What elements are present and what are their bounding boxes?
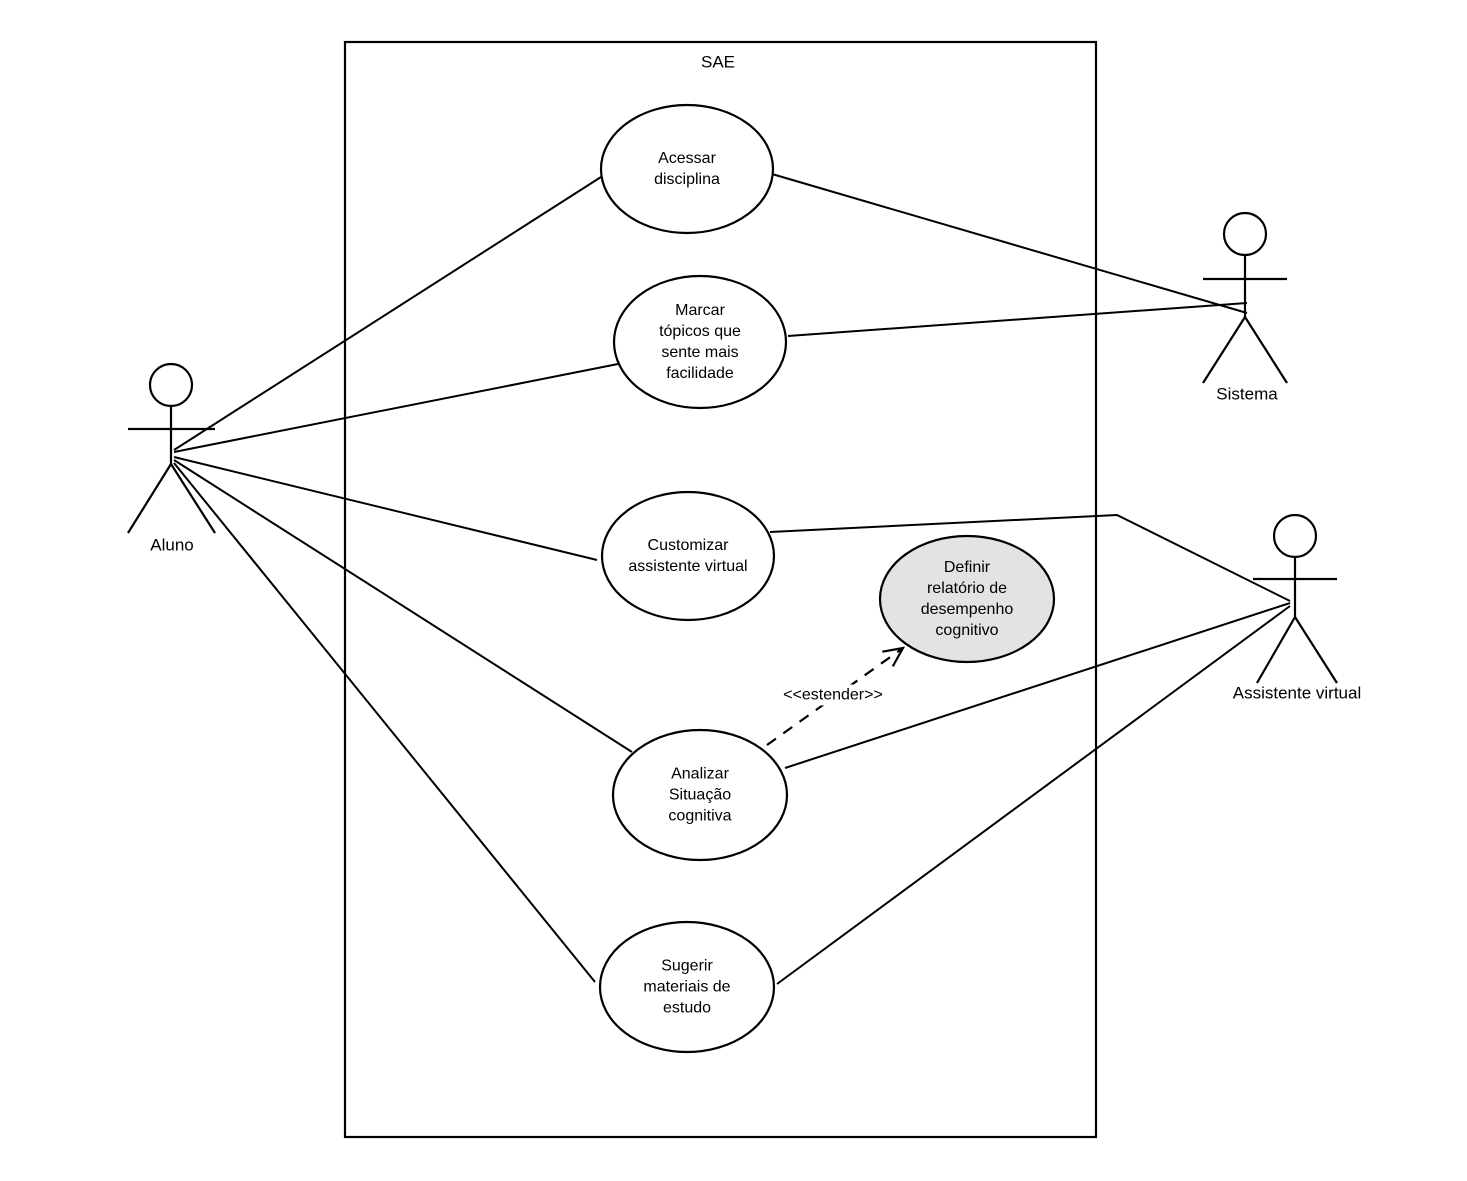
actor-aluno-head xyxy=(148,362,194,408)
actor-sistema-head xyxy=(1222,211,1268,257)
actor-assistente-left-leg xyxy=(1256,616,1296,684)
actor-sistema-figure xyxy=(1202,211,1288,384)
association-aluno-marcar-topicos xyxy=(173,363,619,453)
usecase-acessar-disciplina xyxy=(599,103,775,235)
association-assistente-sugerir xyxy=(776,605,1291,985)
association-sistema-acessar-disciplina xyxy=(771,173,1248,314)
actor-assistente-figure xyxy=(1253,513,1338,684)
association-sistema-marcar-topicos xyxy=(787,302,1248,337)
actor-aluno-right-leg xyxy=(170,463,216,534)
association-aluno-acessar-disciplina xyxy=(173,176,602,451)
actor-sistema-left-leg xyxy=(1202,316,1246,384)
association-lines-sistema xyxy=(771,173,1248,337)
usecase-analizar-situacao xyxy=(611,728,789,862)
association-aluno-customizar-assistente xyxy=(173,456,598,561)
actor-sistema-right-leg xyxy=(1244,316,1288,384)
association-aluno-sugerir-materiais xyxy=(173,462,596,983)
association-assistente-customizar xyxy=(769,513,1291,602)
usecase-sugerir-materiais xyxy=(598,920,776,1054)
association-lines-assistente xyxy=(769,513,1291,985)
actor-aluno-figure xyxy=(127,362,216,534)
association-aluno-analizar-situacao xyxy=(173,459,633,753)
actor-assistente-head xyxy=(1272,513,1318,559)
extend-arrow xyxy=(766,646,906,746)
actor-aluno-left-leg xyxy=(127,463,172,534)
usecase-marcar-topicos xyxy=(612,274,788,410)
usecase-definir-relatorio xyxy=(878,534,1056,664)
system-boundary-box xyxy=(343,40,1098,1139)
actor-assistente-right-leg xyxy=(1294,616,1338,684)
usecase-customizar-assistente xyxy=(600,490,776,622)
association-assistente-analizar xyxy=(784,602,1291,769)
association-lines-aluno xyxy=(173,176,633,983)
